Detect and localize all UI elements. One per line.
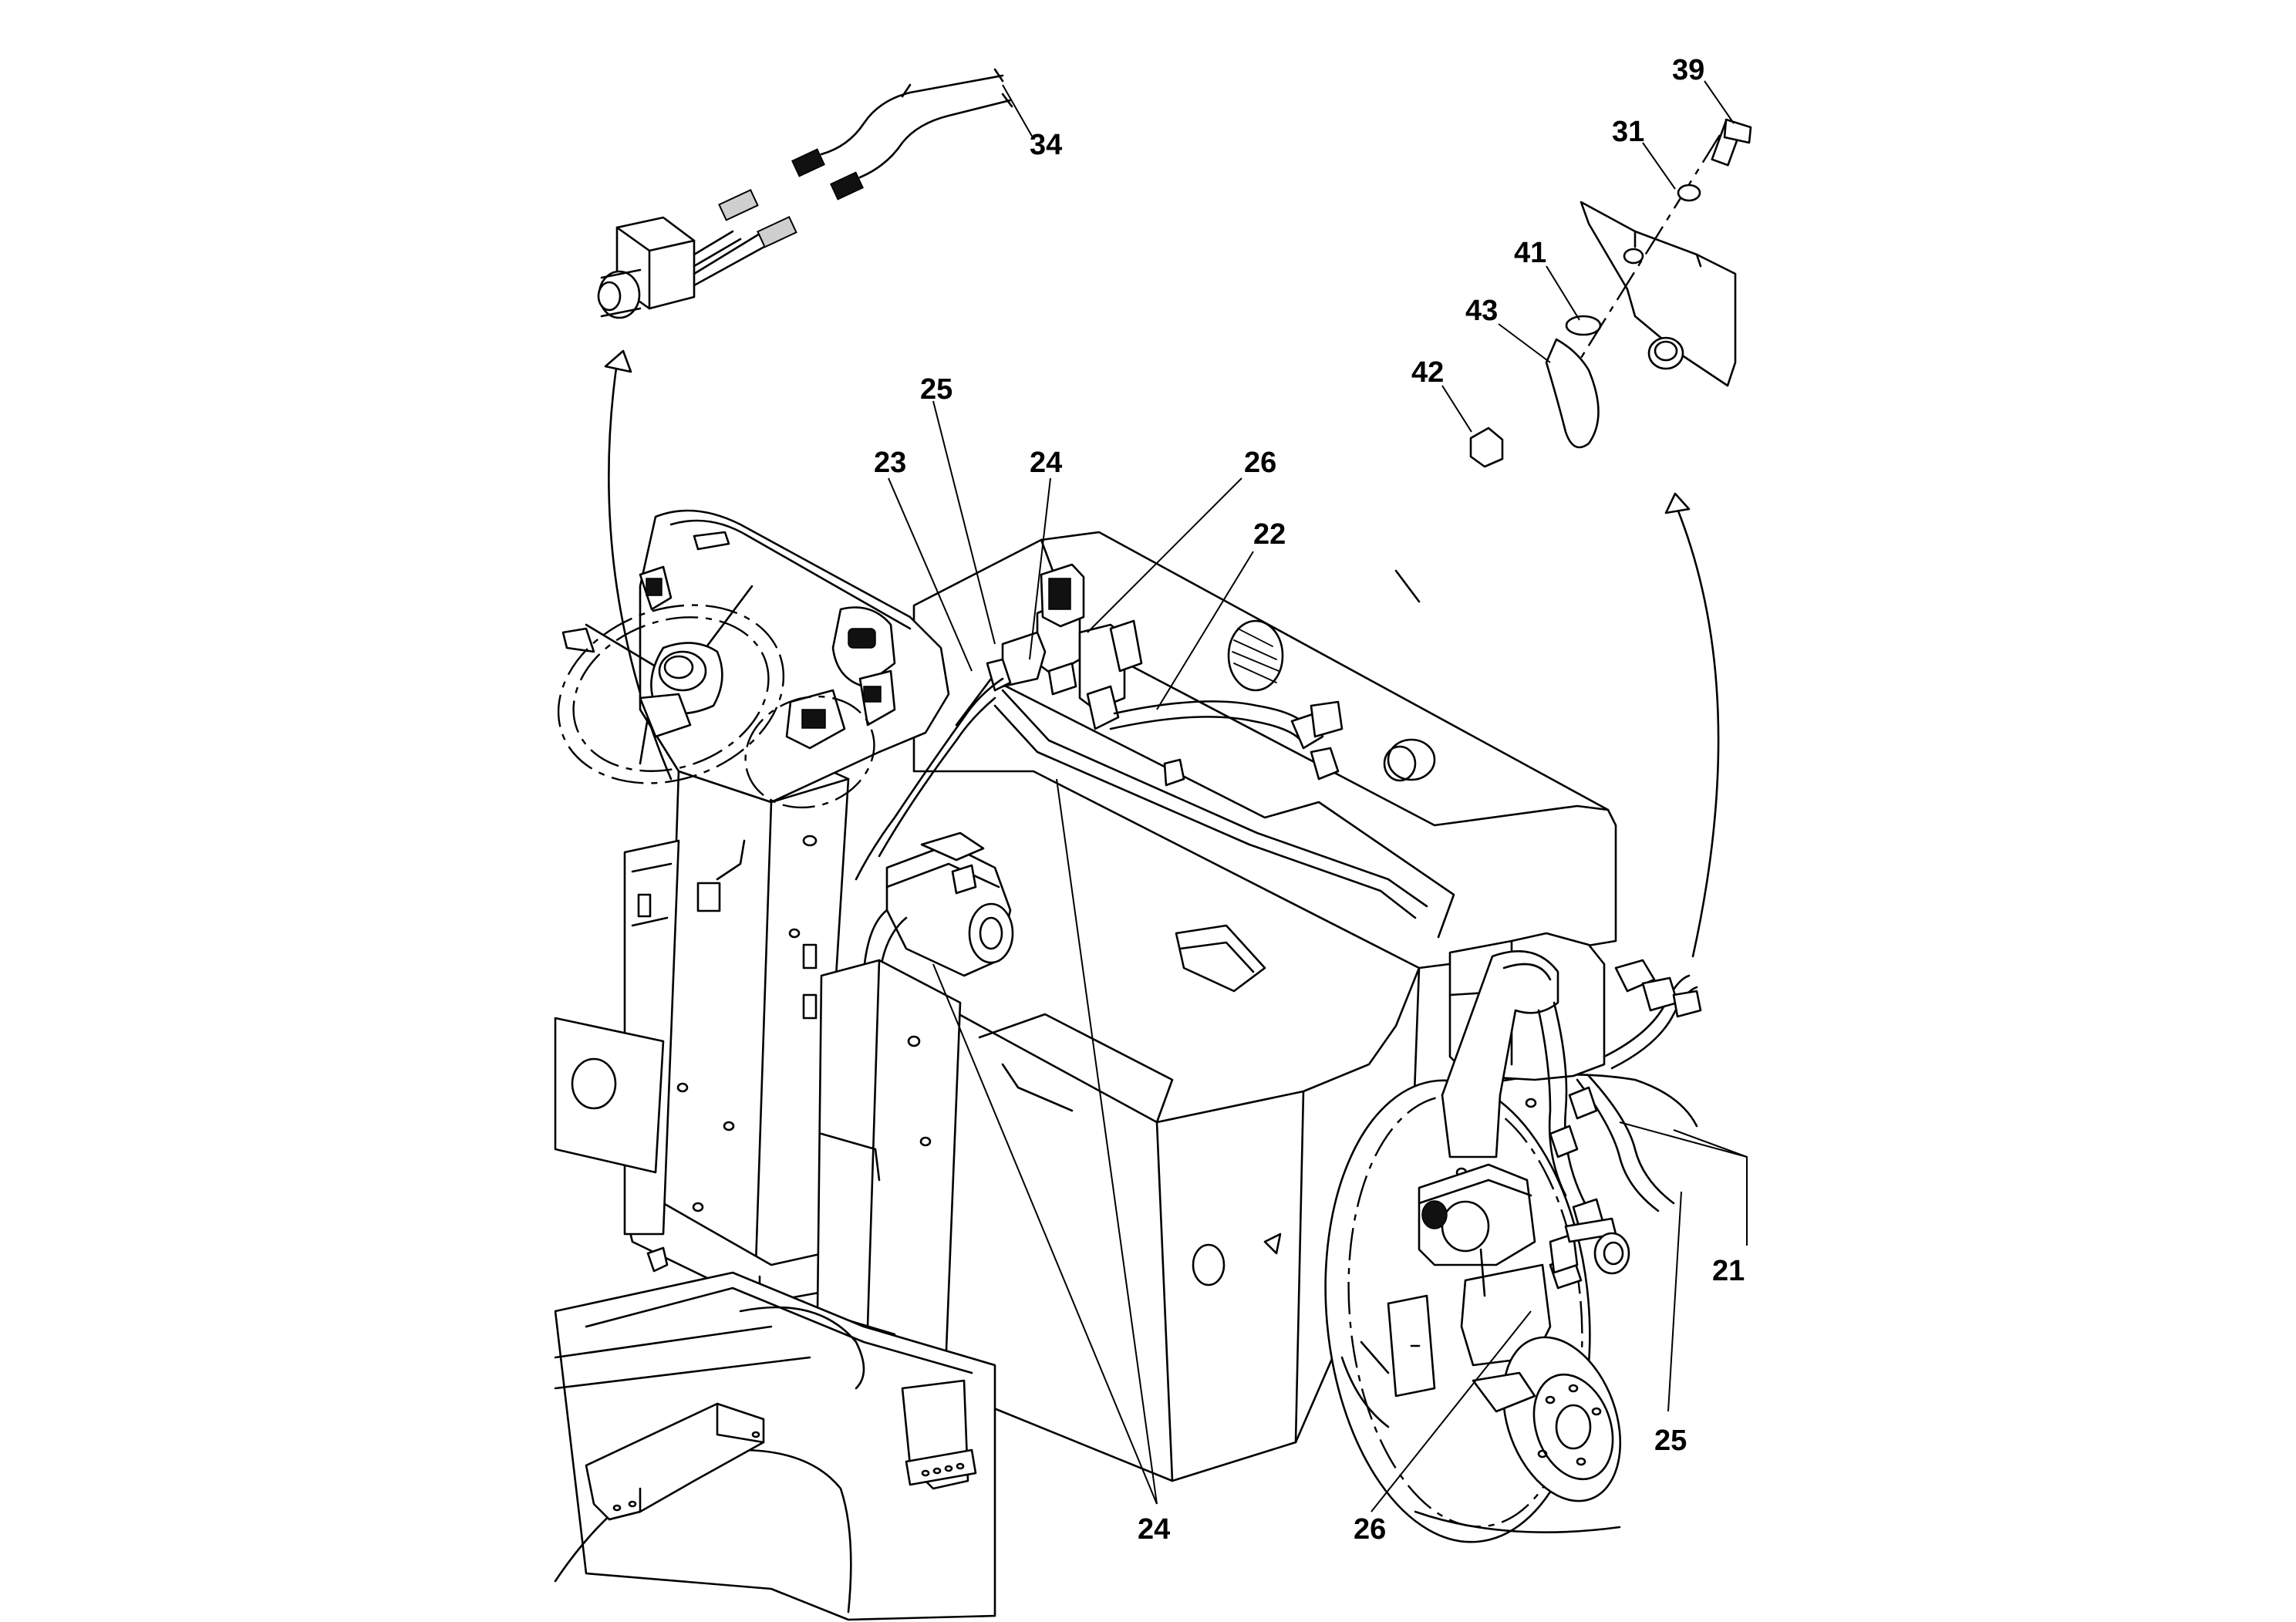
callout-23: 23 <box>874 447 906 479</box>
hydraulic-pump <box>862 831 1014 1004</box>
valve-block-assembly <box>855 563 1428 919</box>
switch-harness-detail <box>597 68 1034 319</box>
drum-motor-assembly <box>1324 932 1702 1543</box>
callout-26-bottom: 26 <box>1354 1513 1386 1546</box>
callout-21: 21 <box>1712 1255 1745 1287</box>
callout-25-bottom: 25 <box>1654 1425 1687 1457</box>
callout-42: 42 <box>1411 356 1444 389</box>
dashboard-steering <box>557 509 950 809</box>
callout-31: 31 <box>1612 116 1644 148</box>
bracket-clamp-detail <box>1469 118 1752 468</box>
leader-lines <box>888 80 1748 1512</box>
callout-24-top: 24 <box>1030 447 1062 479</box>
vent-grille <box>1227 619 1284 692</box>
callout-26-top: 26 <box>1244 447 1276 479</box>
frame-lower-left <box>554 839 996 1621</box>
callout-22: 22 <box>1253 518 1286 551</box>
callout-41: 41 <box>1514 237 1546 269</box>
callout-39: 39 <box>1672 54 1704 86</box>
callout-labels: 39 31 41 43 42 34 25 23 24 26 22 21 25 2… <box>874 54 1745 1546</box>
callout-43: 43 <box>1465 295 1498 327</box>
callout-25-top: 25 <box>920 373 952 406</box>
callout-34: 34 <box>1030 129 1062 161</box>
callout-24-bottom: 24 <box>1138 1513 1170 1546</box>
